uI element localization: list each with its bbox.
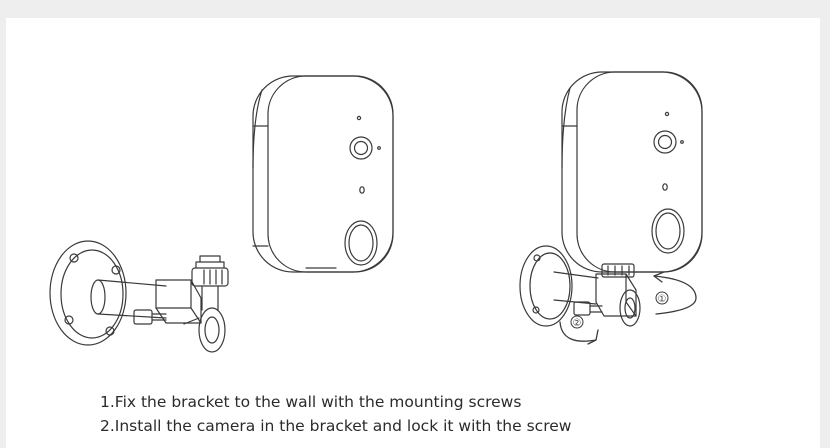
callout-lock-screw: ② — [573, 318, 582, 329]
camera-mounted-icon — [519, 71, 703, 327]
rotation-arrow-icon — [653, 271, 697, 315]
instruction-steps: 1.Fix the bracket to the wall with the m… — [100, 390, 571, 438]
wall-bracket-icon — [49, 240, 229, 353]
camera-icon — [252, 75, 394, 273]
installation-illustration: ① ② — [49, 71, 703, 353]
instruction-card: ① ② 1.Fix the bracket to the wall with t… — [6, 18, 820, 448]
step-2-text: 2.Install the camera in the bracket and … — [100, 417, 572, 435]
callout-rotate-camera: ① — [658, 294, 667, 305]
lock-arrow-icon — [559, 315, 599, 345]
step-1-text: 1.Fix the bracket to the wall with the m… — [100, 393, 522, 411]
